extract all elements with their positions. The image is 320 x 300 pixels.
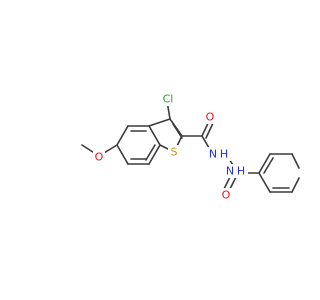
hydrazide-n2-label: N [226, 165, 234, 178]
carbonyl-oxygen-2-bg [220, 188, 232, 202]
bond-lines [81, 100, 300, 193]
sulfur-label: S [171, 146, 178, 159]
hydrazide-n1-label: N [209, 148, 217, 161]
carbonyl-oxygen-1-bg [204, 110, 216, 124]
chlorine-bg [160, 92, 176, 106]
carbonyl-oxygen-2-label: O [222, 189, 231, 202]
molecule-structure: Cl S O O N H N H O [81, 92, 300, 202]
atom-labels: Cl S O O N H N H O [93, 92, 248, 202]
hydrazide-h2-label: H [237, 165, 245, 178]
methoxy-oxygen-bg [93, 150, 105, 164]
chlorine-label: Cl [163, 93, 174, 106]
hydrazide-h1-label: H [220, 148, 228, 161]
hydrazide-nh-1-bg [206, 147, 232, 161]
carbonyl-oxygen-1-label: O [206, 111, 215, 124]
hydrazide-nh-2-bg [224, 164, 248, 178]
sulfur-bg [168, 145, 179, 159]
methoxy-oxygen-label: O [95, 151, 104, 164]
